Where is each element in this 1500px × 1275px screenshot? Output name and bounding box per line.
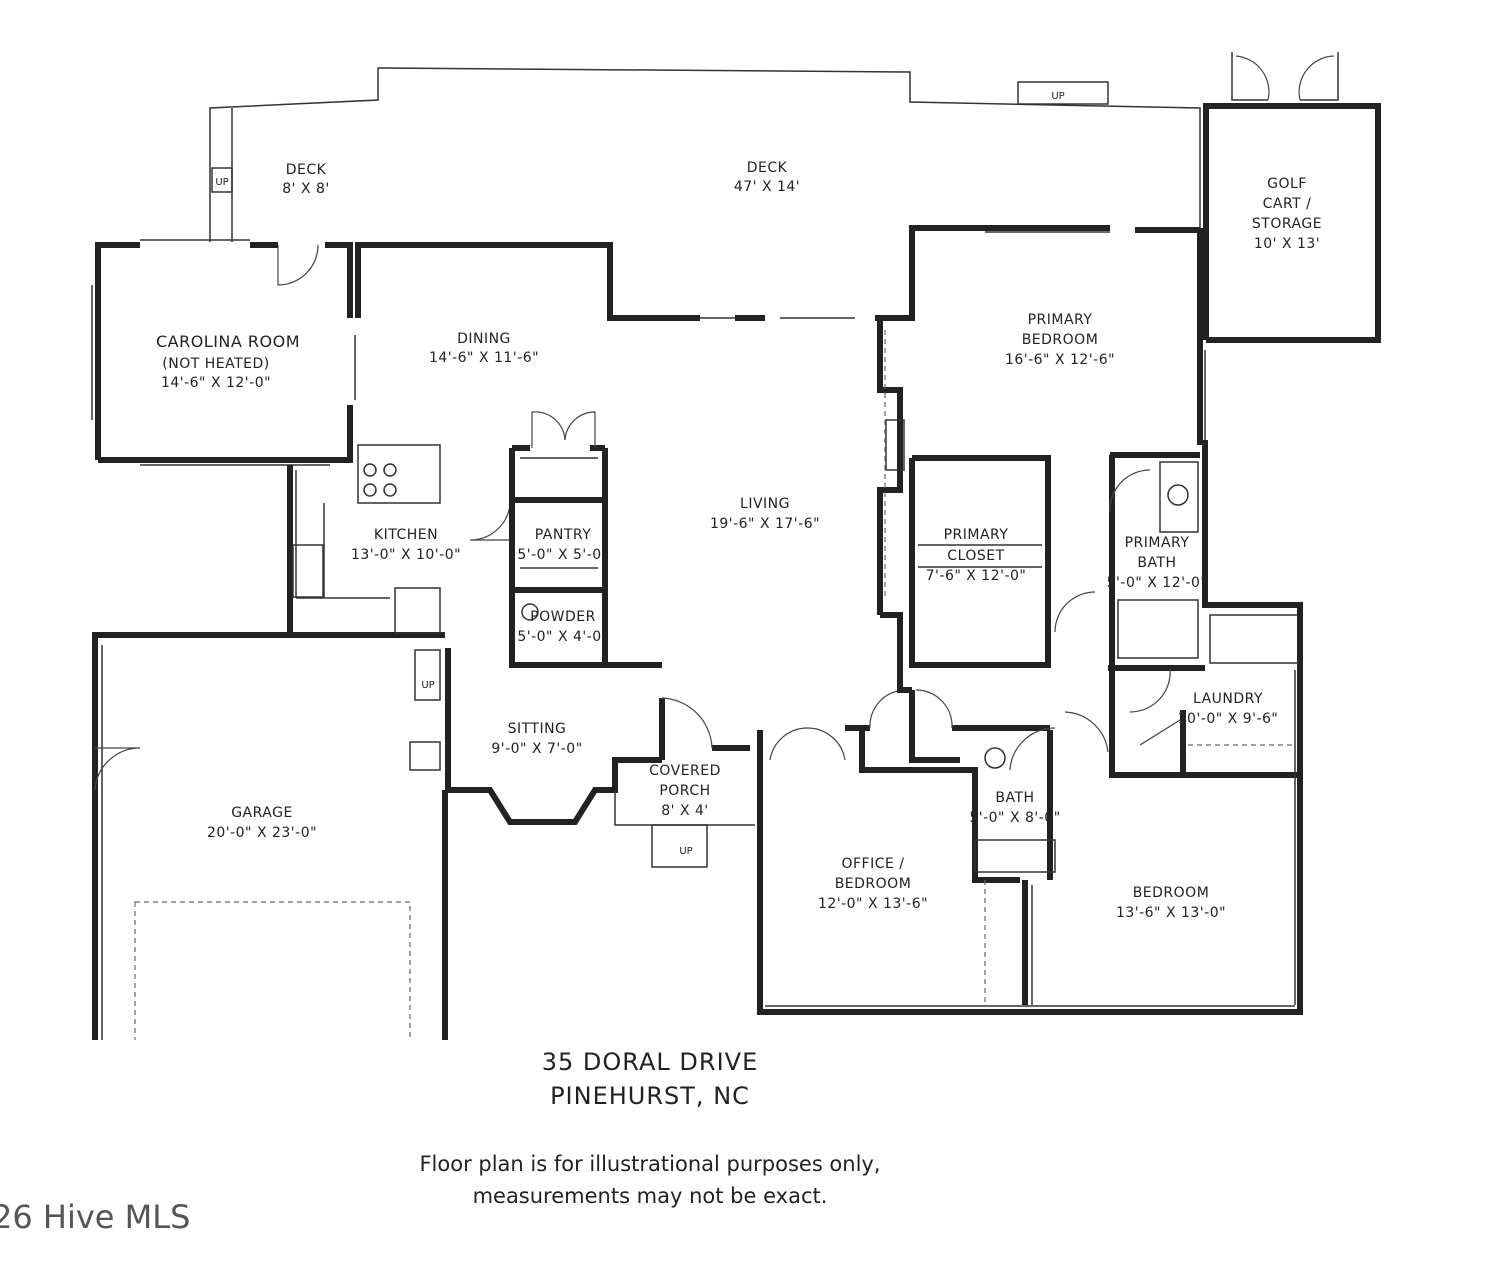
deck-large-name: DECK <box>747 160 788 176</box>
office-line2: BEDROOM <box>835 876 912 892</box>
dining-dims: 14'-6" X 11'-6" <box>429 350 539 366</box>
carolina-room-dims: 14'-6" X 12'-0" <box>161 375 271 391</box>
pantry-name: PANTRY <box>535 527 592 543</box>
floor-plan: DECK 8' X 8' DECK 47' X 14' GOLF CART / … <box>91 52 1381 1040</box>
bath-name: BATH <box>995 790 1034 806</box>
carolina-room-walls <box>91 239 356 466</box>
carolina-room-name: CAROLINA ROOM <box>156 332 300 351</box>
deck-small-dims: 8' X 8' <box>282 181 330 197</box>
covered-porch-dims: 8' X 4' <box>661 803 709 819</box>
garage-dims: 20'-0" X 23'-0" <box>207 825 317 841</box>
primary-bedroom-dims: 16'-6" X 12'-6" <box>1005 352 1115 368</box>
living-dims: 19'-6" X 17'-6" <box>710 516 820 532</box>
golf-cart-line2: CART / <box>1263 196 1312 212</box>
golf-cart-dims: 10' X 13' <box>1254 236 1320 252</box>
deck-small-name: DECK <box>286 162 327 178</box>
primary-bath-line2: BATH <box>1137 555 1176 571</box>
bedroom-dims: 13'-6" X 13'-0" <box>1116 905 1226 921</box>
covered-porch-line2: PORCH <box>659 783 710 799</box>
sitting-dims: 9'-0" X 7'-0" <box>491 741 582 757</box>
kitchen-dims: 13'-0" X 10'-0" <box>351 547 461 563</box>
golf-cart-storage-walls <box>1203 103 1381 343</box>
primary-closet-dims: 7'-6" X 12'-0" <box>926 568 1027 584</box>
deck-large-dims: 47' X 14' <box>734 179 800 195</box>
bedroom-name: BEDROOM <box>1133 885 1210 901</box>
address-line2: PINEHURST, NC <box>550 1082 750 1110</box>
office-dims: 12'-0" X 13'-6" <box>818 896 928 912</box>
pantry-dims: 5'-0" X 5'-0" <box>517 547 608 563</box>
mls-watermark: 26 Hive MLS <box>0 1198 191 1236</box>
office-line1: OFFICE / <box>841 856 904 872</box>
sitting-name: SITTING <box>508 721 567 737</box>
stairs-up-deck: UP <box>215 177 228 188</box>
room-labels: DECK 8' X 8' DECK 47' X 14' GOLF CART / … <box>156 91 1322 921</box>
garage-name: GARAGE <box>231 805 293 821</box>
powder-dims: 5'-0" X 4'-0" <box>517 629 608 645</box>
primary-bedroom-line1: PRIMARY <box>1028 312 1093 328</box>
covered-porch-line1: COVERED <box>649 763 721 779</box>
laundry-dims: 10'-0" X 9'-6" <box>1178 711 1279 727</box>
golf-cart-line3: STORAGE <box>1252 216 1322 232</box>
powder-name: POWDER <box>530 609 596 625</box>
primary-closet-line1: PRIMARY <box>944 527 1009 543</box>
carolina-room-note: (NOT HEATED) <box>162 356 269 372</box>
disclaimer-line2: measurements may not be exact. <box>472 1184 828 1208</box>
laundry-name: LAUNDRY <box>1193 691 1263 707</box>
dining-name: DINING <box>457 331 511 347</box>
primary-closet-line2: CLOSET <box>947 548 1004 564</box>
primary-bath-line1: PRIMARY <box>1125 535 1190 551</box>
stairs-up-porch: UP <box>679 846 692 857</box>
disclaimer-line1: Floor plan is for illustrational purpose… <box>419 1152 881 1176</box>
primary-bath-dims: 5'-0" X 12'-0" <box>1107 575 1208 591</box>
bath-dims: 5'-0" X 8'-0" <box>969 810 1060 826</box>
living-name: LIVING <box>740 496 790 512</box>
stairs-up-garage: UP <box>421 680 434 691</box>
deck-outlines <box>209 52 1339 242</box>
kitchen-name: KITCHEN <box>374 527 438 543</box>
primary-bedroom-line2: BEDROOM <box>1022 332 1099 348</box>
golf-cart-line1: GOLF <box>1267 176 1307 192</box>
address-line1: 35 DORAL DRIVE <box>541 1048 759 1076</box>
main-house-walls <box>92 225 1303 1040</box>
stairs-up-north: UP <box>1051 91 1064 102</box>
